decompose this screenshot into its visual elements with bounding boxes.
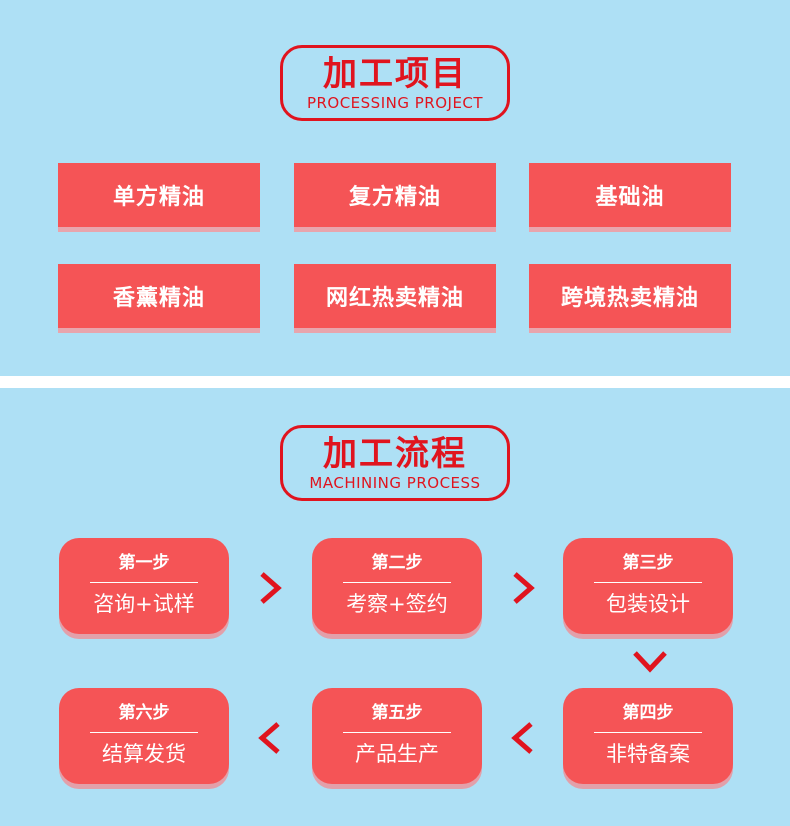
step-5-card: 第五步 产品生产: [312, 688, 482, 784]
processing-project-section: 加工项目 PROCESSING PROJECT 单方精油 复方精油 基础油 香薰…: [0, 0, 790, 376]
machining-process-title-en: MACHINING PROCESS: [309, 474, 481, 492]
step-4-desc: 非特备案: [606, 742, 690, 766]
step-3-title: 第三步: [622, 553, 674, 573]
step-4-card: 第四步 非特备案: [563, 688, 733, 784]
step-4-title: 第四步: [622, 703, 674, 723]
machining-process-section: 加工流程 MACHINING PROCESS 第一步 咨询+试样 第二步 考察+…: [0, 388, 790, 826]
step-6-desc: 结算发货: [102, 742, 186, 766]
step-2-card: 第二步 考察+签约: [312, 538, 482, 634]
step-6-card: 第六步 结算发货: [59, 688, 229, 784]
machining-process-title-cn: 加工流程: [323, 434, 467, 474]
step-2-desc: 考察+签约: [346, 592, 448, 616]
step-divider: [90, 582, 198, 583]
project-item-cross-border-essential-oil: 跨境热卖精油: [529, 264, 731, 328]
step-5-title: 第五步: [371, 703, 423, 723]
step-3-card: 第三步 包装设计: [563, 538, 733, 634]
step-3-desc: 包装设计: [606, 592, 690, 616]
project-item-aroma-essential-oil: 香薰精油: [58, 264, 260, 328]
step-divider: [594, 732, 702, 733]
step-1-card: 第一步 咨询+试样: [59, 538, 229, 634]
section-divider: [0, 376, 790, 388]
chevron-left-icon: [258, 722, 280, 754]
chevron-left-icon: [511, 722, 533, 754]
step-divider: [343, 582, 451, 583]
step-divider: [343, 732, 451, 733]
project-item-base-oil: 基础油: [529, 163, 731, 227]
chevron-right-icon: [513, 572, 535, 604]
chevron-right-icon: [260, 572, 282, 604]
step-6-title: 第六步: [118, 703, 170, 723]
processing-project-title-cn: 加工项目: [323, 54, 467, 94]
processing-project-title-en: PROCESSING PROJECT: [306, 94, 484, 112]
project-item-trending-essential-oil: 网红热卖精油: [294, 264, 496, 328]
step-5-desc: 产品生产: [355, 742, 439, 766]
project-item-compound-essential-oil: 复方精油: [294, 163, 496, 227]
machining-process-title: 加工流程 MACHINING PROCESS: [280, 425, 510, 501]
project-item-single-essential-oil: 单方精油: [58, 163, 260, 227]
step-2-title: 第二步: [371, 553, 423, 573]
step-1-title: 第一步: [118, 553, 170, 573]
chevron-down-icon: [633, 651, 667, 673]
step-divider: [90, 732, 198, 733]
step-divider: [594, 582, 702, 583]
step-1-desc: 咨询+试样: [93, 592, 195, 616]
processing-project-title: 加工项目 PROCESSING PROJECT: [280, 45, 510, 121]
